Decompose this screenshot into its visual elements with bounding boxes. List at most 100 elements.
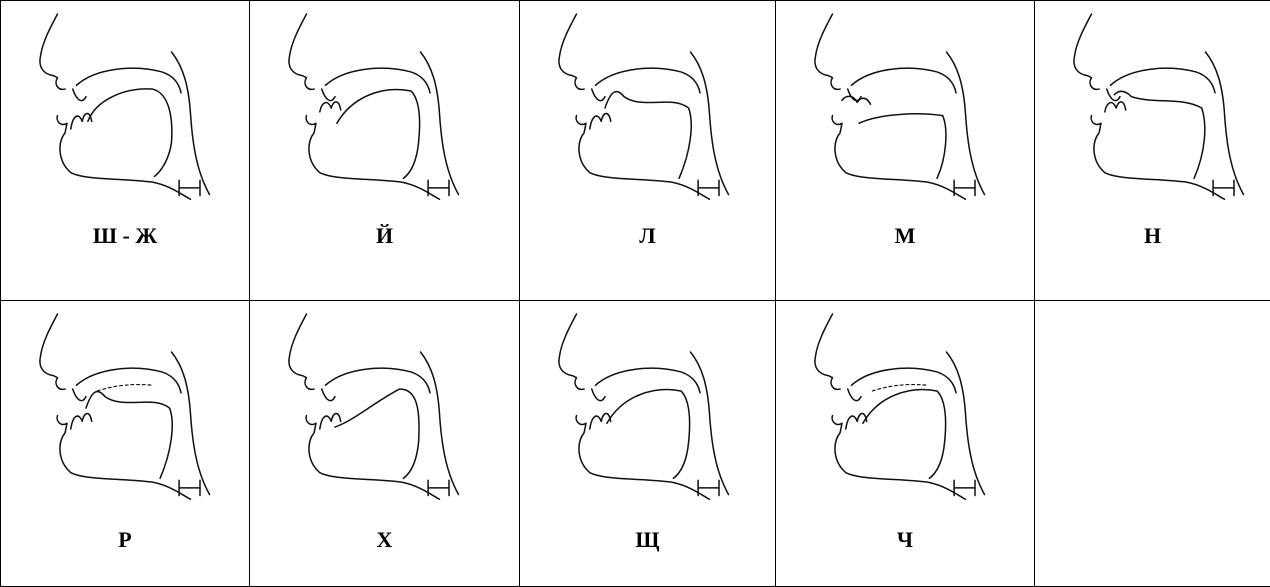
- articulation-diagram-ch: [804, 309, 994, 509]
- cell-m: М: [776, 1, 1035, 301]
- head-profile-icon: [29, 9, 219, 209]
- sound-label: Ч: [776, 527, 1034, 553]
- pharynx-outline: [421, 352, 459, 495]
- head-profile-icon: [1063, 9, 1253, 209]
- face-outline: [815, 314, 840, 389]
- larynx-outline: [179, 180, 200, 195]
- face-outline: [815, 14, 840, 89]
- tongue-outline: [86, 392, 172, 479]
- sound-label: Й: [250, 223, 519, 249]
- pharynx-outline: [691, 52, 729, 195]
- lower-teeth: [842, 96, 871, 104]
- head-profile-icon: [278, 9, 468, 209]
- pharynx-outline: [691, 352, 729, 495]
- larynx-outline: [698, 480, 719, 495]
- palate-outline: [326, 368, 431, 393]
- palate-outline: [852, 368, 957, 393]
- cell-j: Й: [250, 1, 520, 301]
- lower-teeth: [320, 102, 341, 112]
- upper-teeth: [592, 89, 605, 101]
- larynx-outline: [1213, 180, 1234, 195]
- larynx-outline: [428, 480, 449, 495]
- pharynx-outline: [172, 52, 210, 195]
- articulation-diagram-n: [1063, 9, 1253, 209]
- palate-outline: [326, 68, 431, 93]
- larynx-outline: [428, 180, 449, 195]
- cell-n: Н: [1035, 1, 1270, 301]
- cell-shch: Щ: [520, 301, 776, 587]
- head-profile-icon: [548, 309, 738, 509]
- sound-label: М: [776, 223, 1034, 249]
- articulation-diagram-m: [804, 9, 994, 209]
- jaw-outline: [576, 116, 709, 200]
- pharynx-outline: [172, 352, 210, 495]
- tongue-outline: [605, 92, 691, 179]
- cell-h: Х: [250, 301, 520, 587]
- upper-teeth: [1107, 89, 1120, 101]
- pharynx-outline: [947, 352, 985, 495]
- sound-label: Р: [1, 527, 249, 553]
- tongue-outline: [607, 390, 690, 479]
- upper-teeth: [322, 89, 335, 101]
- head-profile-icon: [804, 309, 994, 509]
- tongue-outline: [335, 389, 419, 478]
- jaw-outline: [57, 416, 190, 500]
- face-outline: [40, 14, 65, 89]
- sound-label: Н: [1035, 223, 1270, 249]
- articulation-diagram-sh-zh: [29, 9, 219, 209]
- sound-label: Л: [520, 223, 775, 249]
- articulation-diagram-l: [548, 9, 738, 209]
- pharynx-outline: [1206, 52, 1244, 195]
- pharynx-outline: [421, 52, 459, 195]
- palate-outline: [77, 68, 182, 93]
- face-outline: [40, 314, 65, 389]
- tongue-outline: [863, 390, 946, 479]
- cell-sh-zh: Ш - Ж: [1, 1, 250, 301]
- head-profile-icon: [29, 309, 219, 509]
- face-outline: [289, 314, 314, 389]
- tongue-outline: [88, 89, 172, 177]
- upper-teeth: [592, 389, 605, 401]
- tongue-outline: [1114, 91, 1205, 178]
- upper-teeth: [73, 89, 86, 101]
- tongue-outline: [859, 114, 946, 179]
- head-profile-icon: [278, 309, 468, 509]
- lower-teeth: [71, 413, 92, 428]
- palate-outline: [77, 368, 182, 393]
- head-profile-icon: [804, 9, 994, 209]
- face-outline: [559, 314, 584, 389]
- palate-outline: [596, 368, 701, 393]
- palate-outline: [852, 68, 957, 93]
- palate-outline: [596, 68, 701, 93]
- cell-ch: Ч: [776, 301, 1035, 587]
- larynx-outline: [954, 180, 975, 195]
- sound-label: Щ: [520, 527, 775, 553]
- articulation-diagram-r: [29, 309, 219, 509]
- larynx-outline: [954, 480, 975, 495]
- upper-teeth: [848, 389, 861, 401]
- face-outline: [1074, 14, 1099, 89]
- upper-teeth: [73, 389, 86, 401]
- lower-teeth: [590, 113, 611, 128]
- cell-r: Р: [1, 301, 250, 587]
- lower-teeth: [1105, 102, 1126, 112]
- larynx-outline: [698, 180, 719, 195]
- palate-outline: [1111, 68, 1216, 93]
- head-profile-icon: [548, 9, 738, 209]
- cell-empty: [1035, 301, 1270, 587]
- face-outline: [289, 14, 314, 89]
- face-outline: [559, 14, 584, 89]
- pharynx-outline: [947, 52, 985, 195]
- articulation-diagram-j: [278, 9, 468, 209]
- sound-label: Ш - Ж: [1, 223, 249, 249]
- larynx-outline: [179, 480, 200, 495]
- sound-label: Х: [250, 527, 519, 553]
- articulation-diagram-h: [278, 309, 468, 509]
- jaw-outline: [57, 116, 190, 200]
- cell-l: Л: [520, 1, 776, 301]
- tongue-outline: [337, 90, 420, 179]
- upper-teeth: [322, 389, 335, 401]
- articulation-diagram-shch: [548, 309, 738, 509]
- dashed-contact-line: [97, 385, 152, 391]
